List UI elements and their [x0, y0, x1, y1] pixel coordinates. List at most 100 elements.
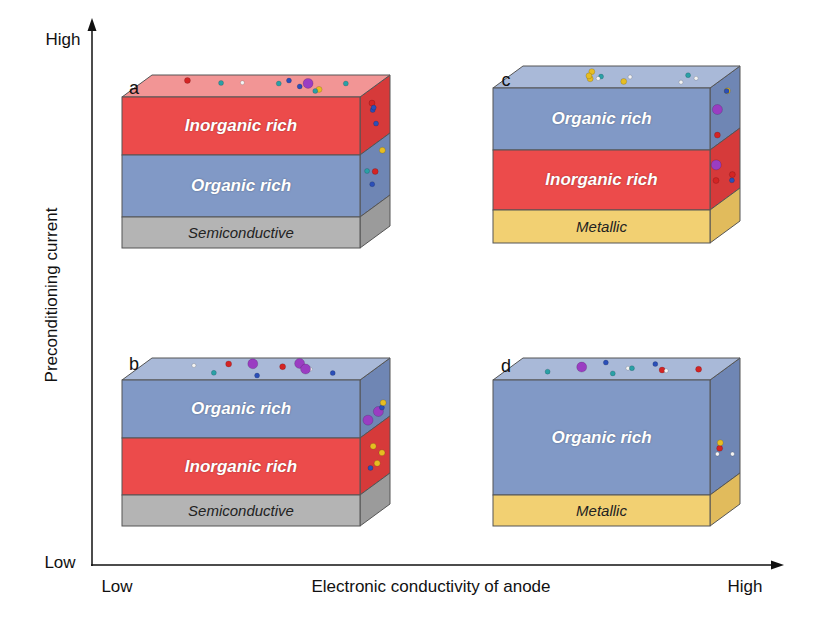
- layer-front-face: [122, 438, 360, 495]
- layer-prisms: [122, 66, 740, 526]
- atom: [694, 76, 698, 80]
- atom: [379, 147, 385, 153]
- layer-label: Organic rich: [191, 176, 291, 196]
- atom: [240, 81, 244, 85]
- layer-prism: [122, 416, 390, 495]
- sei-layer: Semiconductive: [122, 495, 360, 526]
- layer-prism: [122, 358, 390, 438]
- atom: [343, 81, 348, 86]
- layer-prism: [122, 75, 390, 155]
- atom: [729, 172, 735, 178]
- molecule-atoms: [184, 69, 735, 471]
- sei-layer: Semiconductive: [122, 217, 360, 248]
- layer-side-face: [360, 473, 390, 526]
- atom: [712, 105, 722, 115]
- sei-layer: Inorganic rich: [122, 97, 360, 155]
- atom: [379, 450, 385, 456]
- layer-label: Semiconductive: [188, 502, 294, 519]
- layer-front-face: [122, 217, 360, 248]
- atom: [696, 366, 702, 372]
- atom: [297, 84, 302, 89]
- layer-label: Organic rich: [191, 399, 291, 419]
- atom: [255, 373, 260, 378]
- layer-front-face: [493, 380, 710, 495]
- layer-prism: [122, 473, 390, 526]
- atom: [577, 362, 587, 372]
- layer-top-face: [122, 75, 390, 97]
- sei-layer: Inorganic rich: [122, 438, 360, 495]
- atom: [724, 88, 730, 94]
- atom: [686, 73, 691, 78]
- layer-label: Organic rich: [551, 109, 651, 129]
- sei-layer: Metallic: [493, 210, 710, 243]
- panel-letter: d: [501, 356, 511, 377]
- layer-front-face: [493, 495, 710, 526]
- atom: [248, 359, 258, 369]
- panel-letter: b: [129, 354, 139, 375]
- y-axis-arrowhead: [88, 18, 97, 31]
- layer-front-face: [122, 380, 360, 438]
- layer-label: Metallic: [576, 218, 627, 235]
- axis-label: Low: [44, 553, 75, 573]
- atom: [365, 168, 370, 173]
- sei-layer: Organic rich: [493, 380, 710, 495]
- atom: [374, 121, 379, 126]
- atom: [679, 80, 683, 84]
- panel-letter: a: [129, 78, 139, 99]
- atom: [372, 168, 378, 174]
- panel-letter: c: [502, 70, 511, 91]
- atom: [664, 369, 668, 373]
- layer-front-face: [493, 210, 710, 243]
- atom: [717, 445, 723, 451]
- atom: [586, 73, 592, 79]
- layer-label: Inorganic rich: [185, 116, 297, 136]
- atom: [603, 360, 608, 365]
- layer-front-face: [122, 155, 360, 217]
- sei-layer: Metallic: [493, 495, 710, 526]
- layer-front-face: [122, 97, 360, 155]
- atom: [370, 443, 376, 449]
- atom: [653, 362, 658, 367]
- layer-side-face: [710, 188, 740, 243]
- atom: [711, 160, 721, 170]
- layer-top-face: [122, 358, 390, 380]
- sei-layer: Inorganic rich: [493, 150, 710, 210]
- atom: [380, 400, 386, 406]
- layer-label: Inorganic rich: [545, 170, 657, 190]
- atom: [621, 78, 627, 84]
- layer-front-face: [122, 495, 360, 526]
- atom: [211, 370, 216, 375]
- layer-prism: [493, 473, 740, 526]
- axes: [88, 18, 785, 570]
- atom: [219, 80, 224, 85]
- atom: [280, 364, 286, 370]
- atom: [629, 366, 634, 371]
- atom: [371, 105, 376, 110]
- axis-label: Preconditioning current: [42, 208, 62, 383]
- axis-label: High: [46, 30, 81, 50]
- axis-label: Electronic conductivity of anode: [311, 577, 550, 597]
- atom: [374, 460, 380, 466]
- atom: [368, 465, 373, 470]
- atom: [628, 75, 632, 79]
- x-axis: [91, 564, 772, 566]
- layer-prism: [122, 133, 390, 217]
- axis-label: Low: [101, 577, 132, 597]
- atom: [713, 177, 719, 183]
- atom: [545, 369, 550, 374]
- atom: [715, 452, 719, 456]
- atom: [184, 77, 190, 83]
- y-axis: [91, 30, 93, 566]
- layer-top-face: [493, 358, 740, 380]
- layer-label: Inorganic rich: [185, 457, 297, 477]
- layer-prism: [493, 66, 740, 150]
- atom: [286, 78, 291, 83]
- atom: [226, 361, 232, 367]
- layer-front-face: [493, 88, 710, 150]
- layer-prism: [493, 188, 740, 243]
- atom: [192, 363, 196, 367]
- layer-front-face: [493, 150, 710, 210]
- atom: [610, 371, 615, 376]
- x-axis-arrowhead: [771, 561, 784, 570]
- atom: [276, 81, 281, 86]
